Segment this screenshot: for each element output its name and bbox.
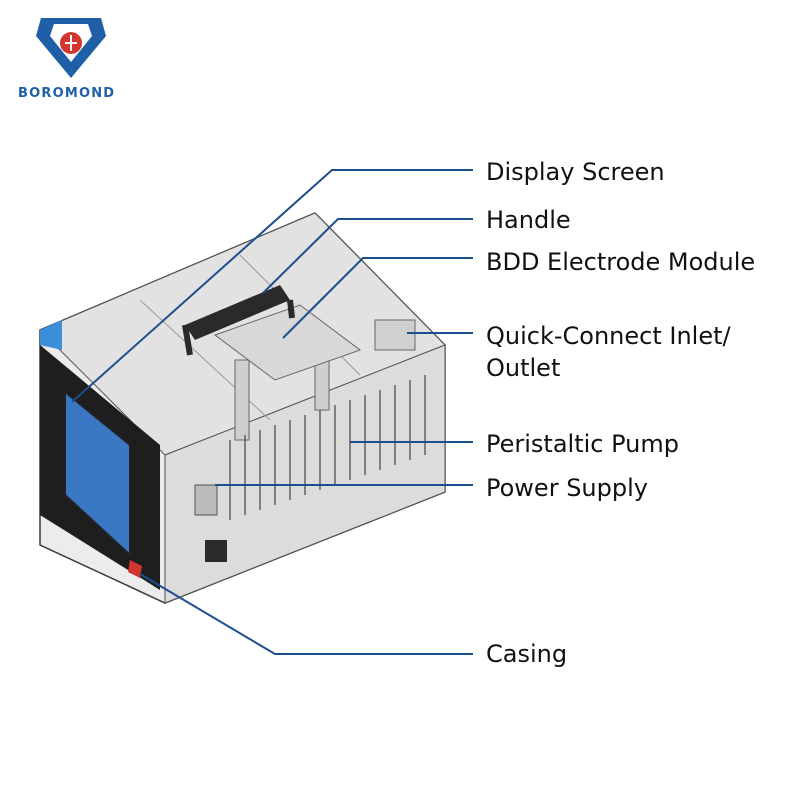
label-display-screen: Display Screen [486,158,665,186]
leader-line-handle [262,218,473,294]
label-handle: Handle [486,206,571,234]
leader-line-display-screen [71,169,473,403]
label-bdd-electrode-module: BDD Electrode Module [486,248,756,276]
label-power-supply: Power Supply [486,474,648,502]
leader-line-bdd-electrode-module [282,257,473,339]
label-casing: Casing [486,640,568,668]
label-quick-connect: Quick-Connect Inlet/ [486,322,731,350]
brand-name: BOROMOND [18,86,116,101]
label-quick-connect-line2: Outlet [486,354,561,382]
leader-line-casing [139,573,473,655]
label-peristaltic-pump: Peristaltic Pump [486,430,679,458]
